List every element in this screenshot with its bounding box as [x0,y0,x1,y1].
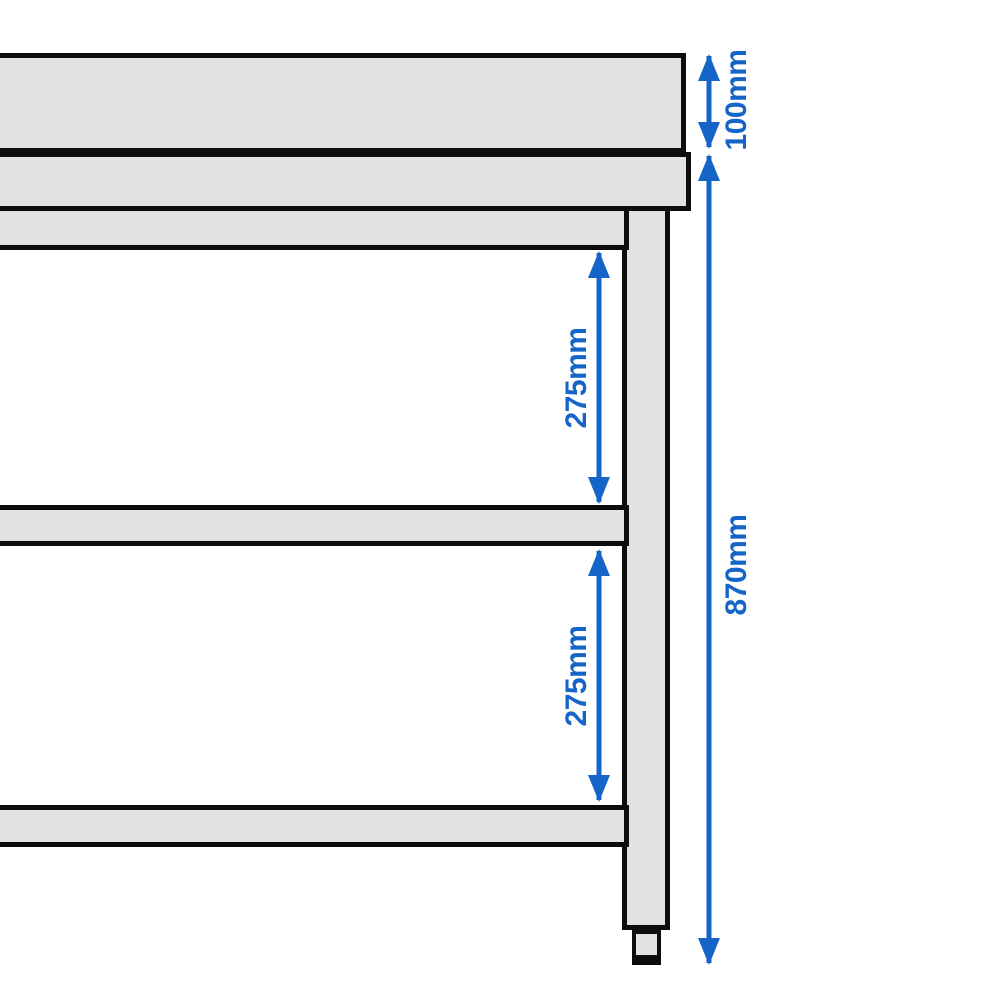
tabletop-panel [0,152,691,211]
dimension-label-upstand-height: 100mm [720,49,753,151]
dimension-line [706,56,711,147]
arrow-up-icon [587,251,610,278]
dimension-arrow-lower-clearance [587,549,610,802]
dimension-arrow-upper-clearance [587,251,610,504]
dimension-label-upper-clearance: 275mm [560,327,593,429]
dimension-line [706,156,711,963]
middle-shelf [0,505,629,546]
dimension-label-overall-height: 870mm [720,514,753,616]
arrow-down-icon [587,775,610,802]
dimension-line [596,253,601,502]
bottom-shelf [0,805,629,847]
arrow-up-icon [587,549,610,576]
upstand-panel [0,53,686,153]
arrow-down-icon [697,122,720,149]
table-leg [622,208,670,930]
adjustable-foot [632,930,661,965]
dimension-arrow-upstand-height [697,54,720,149]
arrow-down-icon [697,938,720,965]
arrow-up-icon [697,154,720,181]
dimension-arrow-overall-height [697,154,720,965]
arrow-down-icon [587,477,610,504]
dimension-label-lower-clearance: 275mm [560,625,593,727]
dimension-line [596,551,601,800]
arrow-up-icon [697,54,720,81]
under-table-rail [0,205,629,250]
